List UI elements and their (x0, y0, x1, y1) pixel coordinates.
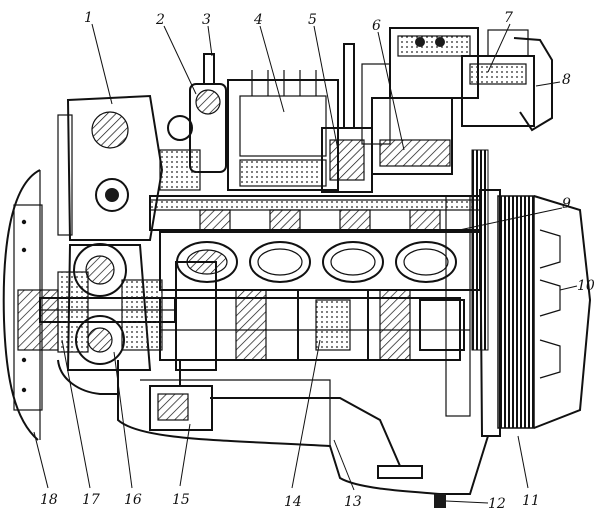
oil-pump (149, 360, 213, 431)
compressor (371, 27, 553, 175)
oil-pan (117, 360, 489, 495)
callout-1: 1 (84, 10, 93, 26)
flywheel (445, 149, 592, 437)
fan-hub (17, 271, 176, 353)
callout-18: 18 (40, 492, 58, 508)
front-housing (57, 94, 164, 241)
callout-17: 17 (82, 492, 100, 508)
cylinder-head (149, 195, 481, 231)
injection-pump (227, 70, 339, 191)
callout-12: 12 (488, 496, 506, 512)
callout-16: 16 (124, 492, 142, 508)
callout-3: 3 (202, 12, 211, 28)
callout-14: 14 (284, 494, 302, 510)
fuel-filter (159, 53, 227, 191)
crankshaft (159, 261, 470, 371)
water-pump (66, 243, 163, 371)
callout-11: 11 (522, 493, 540, 509)
callout-2: 2 (155, 12, 165, 28)
callout-8: 8 (562, 72, 571, 88)
callout-15: 15 (172, 492, 190, 508)
callout-labels: 1 2 3 4 5 6 7 8 9 10 11 12 13 14 15 16 1… (40, 10, 595, 512)
callout-10: 10 (577, 278, 595, 294)
callout-7: 7 (504, 10, 513, 26)
callout-5: 5 (308, 12, 317, 28)
callout-4: 4 (253, 12, 263, 28)
front-cover-edge (57, 359, 118, 395)
governor (321, 43, 391, 193)
callout-6: 6 (372, 18, 381, 34)
callout-13: 13 (344, 494, 362, 510)
leader-lines (33, 23, 578, 504)
callout-9: 9 (562, 196, 571, 212)
drain-plug (434, 494, 446, 508)
